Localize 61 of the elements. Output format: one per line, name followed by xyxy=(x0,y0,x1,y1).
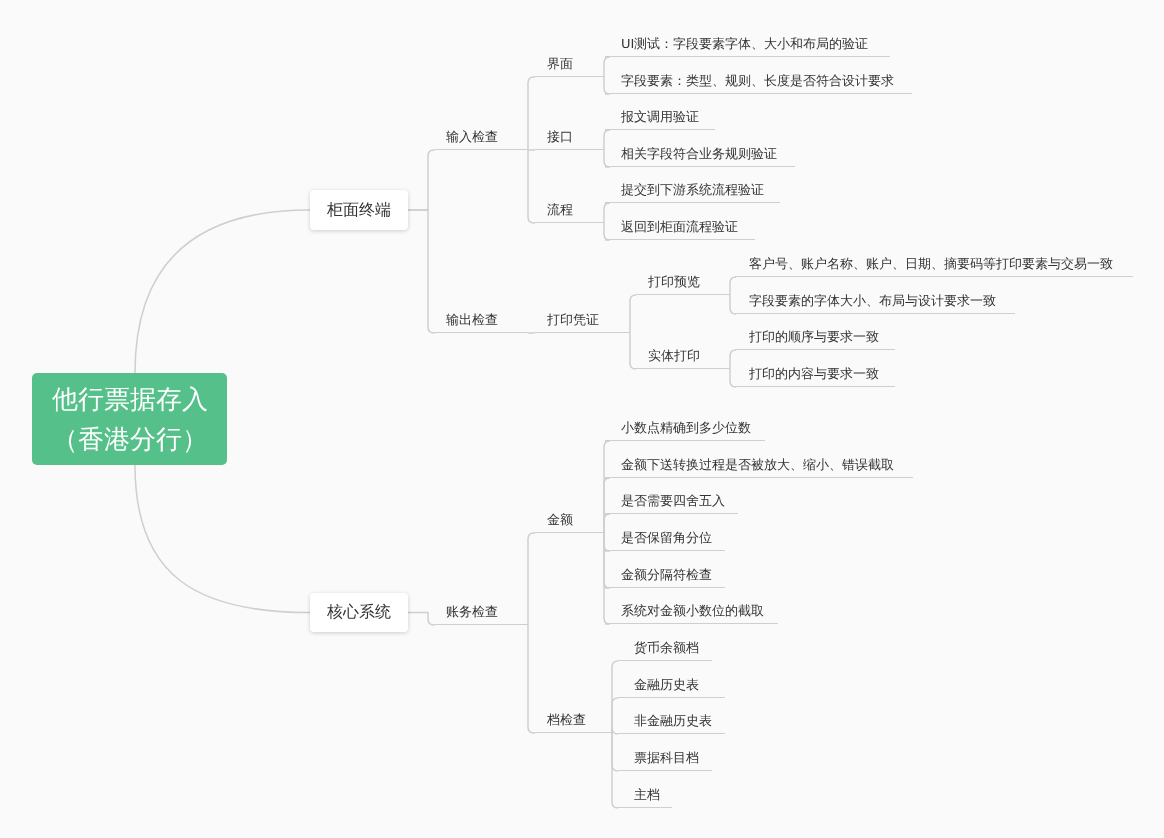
connector-line xyxy=(527,332,536,334)
topic-label: 提交到下游系统流程验证 xyxy=(605,179,780,203)
connector-line xyxy=(407,611,436,626)
connector-line xyxy=(134,209,311,374)
connector-line xyxy=(603,202,611,224)
connector-line xyxy=(729,349,737,370)
topic-label: 金融历史表 xyxy=(618,674,725,698)
topic-label: 金额下送转换过程是否被放大、缩小、错误截取 xyxy=(605,454,913,478)
topic-label: 界面 xyxy=(535,53,604,77)
topic-label: 是否需要四舍五入 xyxy=(605,490,738,514)
connector-line xyxy=(134,464,311,614)
topic-label: 打印预览 xyxy=(635,271,730,295)
topic-label: 非金融历史表 xyxy=(618,710,725,734)
connector-line xyxy=(603,149,611,168)
topic-box: 柜面终端 xyxy=(310,190,408,230)
connector-line xyxy=(603,532,611,625)
topic-label: 输入检查 xyxy=(435,126,528,150)
central-topic: 他行票据存入（香港分行） xyxy=(32,373,227,465)
topic-label: 票据科目档 xyxy=(618,747,712,771)
connector-line xyxy=(729,368,737,388)
connector-line xyxy=(603,129,611,151)
topic-label: 报文调用验证 xyxy=(605,106,715,130)
topic-label: 系统对金额小数位的截取 xyxy=(605,600,778,624)
connector-line xyxy=(729,294,737,315)
connector-line xyxy=(629,294,637,334)
topic-label: 金额分隔符检查 xyxy=(605,564,725,588)
topic-label: 档检查 xyxy=(535,709,612,733)
topic-label: 货币余额档 xyxy=(618,637,712,661)
topic-label: 小数点精确到多少位数 xyxy=(605,417,765,441)
topic-label: 客户号、账户名称、账户、日期、摘要码等打印要素与交易一致 xyxy=(735,253,1133,277)
topic-label: 字段要素：类型、规则、长度是否符合设计要求 xyxy=(605,70,912,94)
connector-line xyxy=(729,276,737,296)
connector-line xyxy=(407,209,436,334)
topic-label: 金额 xyxy=(535,509,604,533)
topic-label: 打印的顺序与要求一致 xyxy=(735,326,895,350)
topic-label: 实体打印 xyxy=(635,345,730,369)
topic-label: 相关字段符合业务规则验证 xyxy=(605,143,795,167)
topic-label: 账务检查 xyxy=(435,601,528,625)
topic-label: 返回到柜面流程验证 xyxy=(605,216,755,240)
connector-line xyxy=(603,56,611,78)
connector-line xyxy=(603,222,611,241)
connector-line xyxy=(603,76,611,95)
connector-line xyxy=(527,624,536,734)
topic-box: 核心系统 xyxy=(310,593,408,632)
topic-label: 打印的内容与要求一致 xyxy=(735,363,895,387)
connector-line xyxy=(527,149,536,224)
topic-label: 主档 xyxy=(618,784,672,808)
connector-line xyxy=(527,532,536,626)
topic-label: UI测试：字段要素字体、大小和布局的验证 xyxy=(605,33,890,57)
connector-line xyxy=(603,513,611,534)
topic-label: 流程 xyxy=(535,199,604,223)
connector-line xyxy=(611,732,619,809)
topic-label: 接口 xyxy=(535,126,604,150)
topic-label: 输出检查 xyxy=(435,309,528,333)
topic-label: 是否保留角分位 xyxy=(605,527,725,551)
connector-line xyxy=(527,149,536,151)
connector-line xyxy=(611,727,619,735)
topic-label: 打印凭证 xyxy=(535,309,630,333)
connector-line xyxy=(629,332,637,370)
connector-line xyxy=(527,76,536,151)
topic-label: 字段要素的字体大小、布局与设计要求一致 xyxy=(735,290,1015,314)
